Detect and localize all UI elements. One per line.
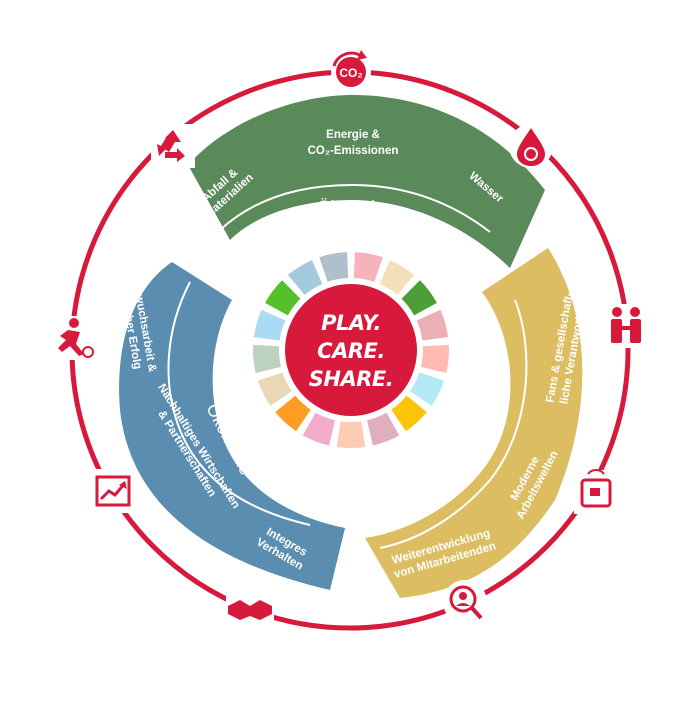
sdg-segment [379,260,415,295]
sdg-segment [265,280,301,316]
oekonomie-inner-line [167,281,311,526]
sdg-segment [257,372,292,406]
handshake-people-icon [604,304,648,348]
sdg-segment [410,372,445,406]
center-line-2: CARE. [317,339,385,363]
sdg-segment [353,252,383,282]
center-line-3: SHARE. [309,367,393,391]
sdg-segment [275,395,311,432]
sdg-segment [420,344,449,374]
recycle-icon [151,124,195,168]
sdg-segment [367,412,400,446]
oekologie-title: Ökologie [317,197,384,216]
sdg-segment [336,421,366,449]
football-player-icon [48,316,96,360]
svg-text:CO₂: CO₂ [339,66,362,80]
sdg-segment [416,309,449,341]
sdg-ring [252,252,449,449]
soziales-band [365,248,583,598]
sdg-segment [252,344,282,374]
sdg-segment [302,412,335,446]
co2-icon: CO₂ [331,50,371,92]
tablet-icon [574,469,618,514]
sdg-segment [391,395,427,432]
sdg-segment [401,280,437,316]
oekologie-band [188,95,545,268]
center-line-1: PLAY. [321,311,381,335]
oekologie-topic-energie-2: CO₂-Emissionen [308,145,399,157]
soziales-inner-line [379,299,528,549]
sdg-segment [319,252,349,282]
handshake-icon [226,594,274,626]
oekologie-topic-energie-1: Energie & [326,129,380,141]
search-person-icon [443,580,487,624]
sdg-segment [253,309,286,341]
oekonomie-band [119,262,345,590]
center-circle [281,280,421,420]
growth-chart-icon [91,469,135,513]
oekologie-inner-line [219,183,491,233]
water-drop-icon [509,124,553,168]
sdg-segment [287,260,323,295]
